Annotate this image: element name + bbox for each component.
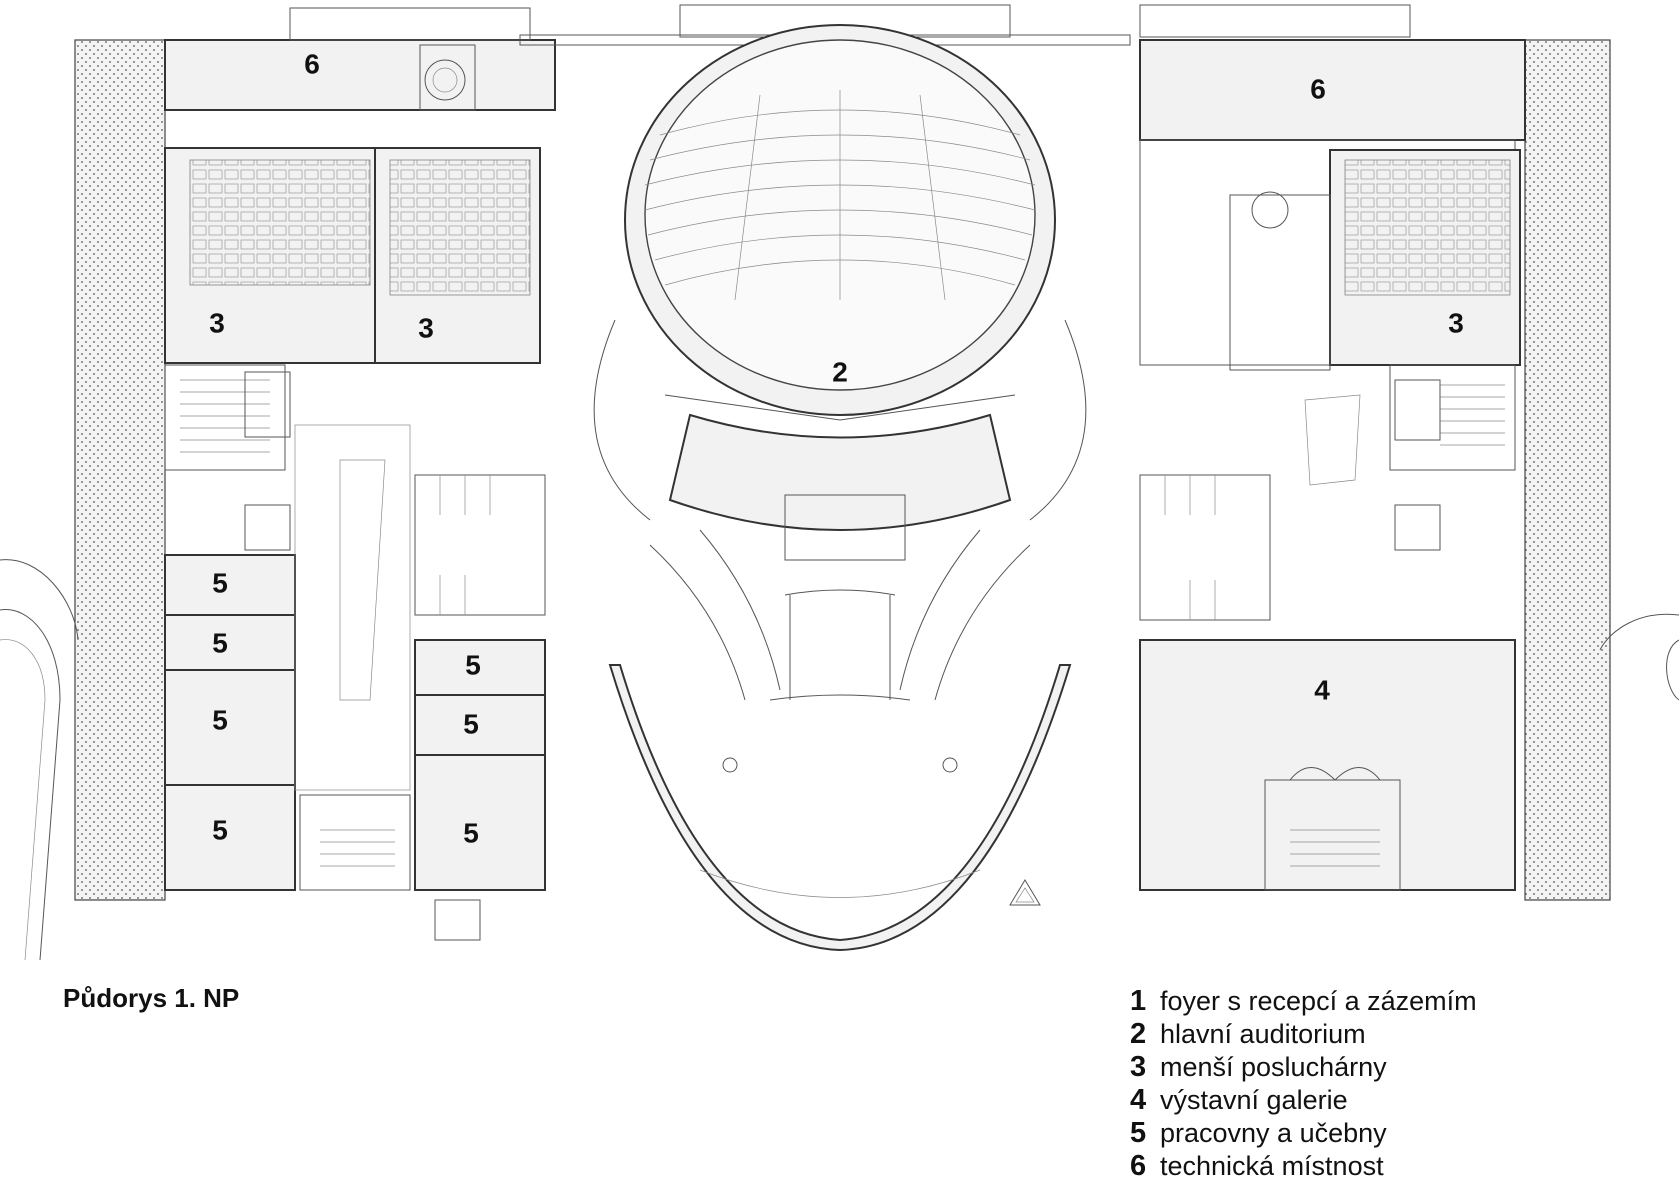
legend-item: 4 výstavní galerie bbox=[1130, 1084, 1477, 1117]
legend-item: 3 menší posluchárny bbox=[1130, 1051, 1477, 1084]
room-label-5: 5 bbox=[463, 817, 479, 848]
room-label-4: 4 bbox=[1314, 674, 1330, 705]
left-office-b bbox=[164, 614, 296, 671]
legend-number: 3 bbox=[1130, 1051, 1147, 1083]
room-label-5: 5 bbox=[212, 814, 228, 845]
room-legend: 1 foyer s recepcí a zázemím 2 hlavní audit… bbox=[1130, 985, 1477, 1183]
legend-text: technická místnost bbox=[1160, 1151, 1384, 1181]
room-labels: 2 3 3 3 4 5 5 5 5 5 5 5 6 6 bbox=[209, 48, 1464, 848]
right-technical-room-6 bbox=[1139, 39, 1526, 141]
legend-number: 4 bbox=[1130, 1084, 1147, 1116]
legend-text: pracovny a učebny bbox=[1160, 1118, 1387, 1148]
floor-plan: 2 3 3 3 4 5 5 5 5 5 5 5 6 6 bbox=[0, 4, 1679, 960]
left-wing bbox=[0, 7, 556, 960]
room-label-6: 6 bbox=[1310, 73, 1326, 104]
room-label-5: 5 bbox=[212, 704, 228, 735]
room-label-5: 5 bbox=[465, 649, 481, 680]
left-office-c bbox=[164, 669, 296, 786]
central-auditorium bbox=[519, 4, 1131, 952]
legend-number: 6 bbox=[1130, 1150, 1147, 1182]
entrance-curved-wall bbox=[608, 664, 1072, 952]
left-technical-room-6 bbox=[164, 39, 556, 111]
left-facade-strip bbox=[74, 39, 166, 901]
legend-item: 2 hlavní auditorium bbox=[1130, 1018, 1477, 1051]
room-label-5: 5 bbox=[212, 627, 228, 658]
legend-item: 1 foyer s recepcí a zázemím bbox=[1130, 985, 1477, 1018]
left-office-g bbox=[414, 754, 546, 891]
legend-text: menší posluchárny bbox=[1160, 1052, 1387, 1082]
legend-item: 5 pracovny a učebny bbox=[1130, 1117, 1477, 1150]
room-label-2: 2 bbox=[832, 356, 848, 387]
room-label-3: 3 bbox=[209, 307, 225, 338]
room-label-3: 3 bbox=[1448, 307, 1464, 338]
room-label-5: 5 bbox=[212, 567, 228, 598]
stage-area bbox=[668, 413, 1012, 531]
legend-text: hlavní auditorium bbox=[1160, 1019, 1366, 1049]
legend-number: 2 bbox=[1130, 1018, 1147, 1050]
room-label-3: 3 bbox=[418, 312, 434, 343]
exhibition-gallery-4 bbox=[1139, 639, 1516, 891]
right-wing bbox=[1139, 4, 1679, 901]
plan-title: Půdorys 1. NP bbox=[63, 983, 240, 1013]
legend-text: foyer s recepcí a zázemím bbox=[1160, 986, 1477, 1016]
left-office-d bbox=[164, 784, 296, 891]
room-label-6: 6 bbox=[304, 48, 320, 79]
room-label-5: 5 bbox=[463, 708, 479, 739]
legend-number: 5 bbox=[1130, 1117, 1147, 1149]
left-office-a bbox=[164, 554, 296, 616]
right-facade-strip bbox=[1524, 39, 1611, 901]
legend-number: 1 bbox=[1130, 985, 1147, 1017]
legend-text: výstavní galerie bbox=[1160, 1085, 1348, 1115]
legend-item: 6 technická místnost bbox=[1130, 1150, 1477, 1183]
left-office-f bbox=[414, 694, 546, 756]
